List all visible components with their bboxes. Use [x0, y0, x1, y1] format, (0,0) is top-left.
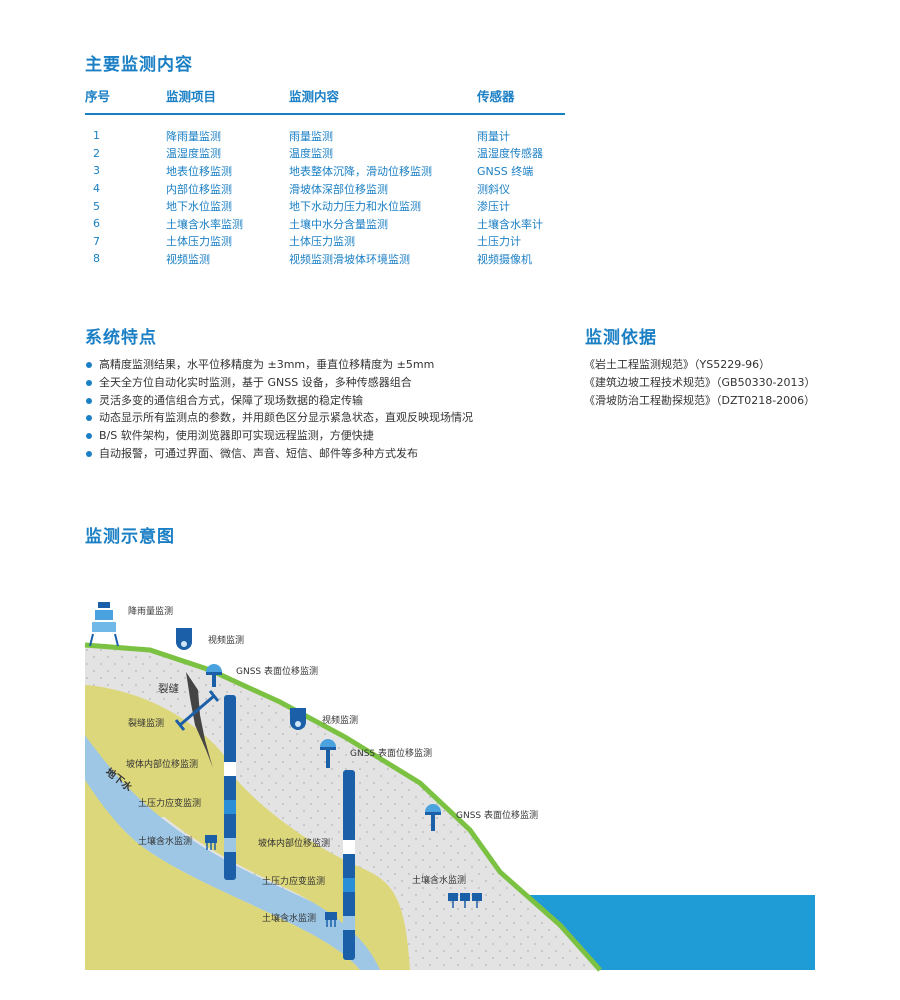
- gnss-antenna-icon: [320, 739, 336, 768]
- cell-content: 雨量监测: [289, 129, 333, 143]
- list-item: 《岩土工程监测规范》（YS5229-96）: [584, 358, 771, 371]
- label-video-1: 视频监测: [208, 634, 244, 646]
- yellow-soil-middle: [85, 685, 410, 970]
- cell-index: 8: [93, 252, 100, 266]
- cell-sensor: 土壤含水率计: [477, 217, 543, 231]
- video-camera-icon: [290, 708, 306, 730]
- cell-sensor: 土压力计: [477, 235, 521, 249]
- cell-index: 6: [93, 217, 100, 231]
- cell-sensor: 渗压计: [477, 200, 510, 214]
- cell-content: 地表整体沉降，滑动位移监测: [289, 164, 432, 178]
- col-header-content: 监测内容: [289, 86, 477, 115]
- cell-item: 地表位移监测: [166, 164, 232, 178]
- list-item: 《建筑边坡工程技术规范》（GB50330-2013）: [584, 375, 816, 389]
- table-row: 2 温湿度监测 温度监测 温湿度传感器: [85, 145, 565, 163]
- table-row: 8 视频监测 视频监测滑坡体环境监测 视频摄像机: [85, 250, 565, 268]
- diagram-title: 监测示意图: [85, 527, 175, 547]
- cell-content: 滑坡体深部位移监测: [289, 182, 388, 196]
- cell-item: 温湿度监测: [166, 147, 221, 161]
- cell-sensor: 雨量计: [477, 129, 510, 143]
- table-row: 3 地表位移监测 地表整体沉降，滑动位移监测 GNSS 终端: [85, 162, 565, 180]
- list-item: 灵活多变的通信组合方式，保障了现场数据的稳定传输: [86, 392, 473, 410]
- basis-list: 《岩土工程监测规范》（YS5229-96） 《建筑边坡工程技术规范》（GB503…: [584, 356, 816, 409]
- cell-content: 土体压力监测: [289, 235, 355, 249]
- system-features-title: 系统特点: [85, 328, 157, 348]
- list-item: 高精度监测结果，水平位移精度为 ±3mm，垂直位移精度为 ±5mm: [86, 356, 473, 374]
- crack-gauge-icon: [174, 690, 220, 731]
- inclinometer-pole-icon: [224, 695, 236, 880]
- cell-item: 降雨量监测: [166, 129, 221, 143]
- list-item: B/S 软件架构，使用浏览器即可实现远程监测，方便快捷: [86, 427, 473, 445]
- label-gnss-2: GNSS 表面位移监测: [350, 747, 432, 759]
- col-header-item: 监测项目: [166, 86, 289, 115]
- list-item: 全天全方位自动化实时监测，基于 GNSS 设备，多种传感器组合: [86, 374, 473, 392]
- label-crack: 裂缝: [158, 682, 179, 695]
- list-item: 《滑坡防治工程勘探规范》（DZT0218-2006）: [584, 393, 816, 407]
- soil-moisture-sensor-array-icon: [448, 893, 482, 908]
- cell-item: 土体压力监测: [166, 235, 232, 249]
- features-list: 高精度监测结果，水平位移精度为 ±3mm，垂直位移精度为 ±5mm 全天全方位自…: [86, 356, 473, 463]
- cell-sensor: 视频摄像机: [477, 252, 532, 266]
- cell-item: 视频监测: [166, 252, 210, 266]
- col-header-index: 序号: [85, 86, 166, 115]
- label-inner-2: 坡体内部位移监测: [258, 837, 330, 849]
- soil-moisture-sensor-icon: [325, 912, 337, 927]
- cell-content: 地下水动力压力和水位监测: [289, 200, 421, 214]
- label-rain: 降雨量监测: [128, 605, 173, 617]
- cell-sensor: 温湿度传感器: [477, 147, 543, 161]
- cell-item: 地下水位监测: [166, 200, 232, 214]
- table-row: 7 土体压力监测 土体压力监测 土压力计: [85, 233, 565, 251]
- rain-gauge-icon: [89, 602, 119, 647]
- label-inner-1: 坡体内部位移监测: [126, 758, 198, 770]
- table-header-row: 序号 监测项目 监测内容 传感器: [85, 86, 565, 115]
- cell-index: 3: [93, 164, 100, 178]
- label-soil-moisture-3: 土壤含水监测: [262, 912, 316, 924]
- cell-index: 5: [93, 199, 100, 213]
- label-gnss-3: GNSS 表面位移监测: [456, 809, 538, 821]
- table-row: 5 地下水位监测 地下水动力压力和水位监测 渗压计: [85, 197, 565, 215]
- video-camera-icon: [176, 628, 192, 650]
- grass-surface: [84, 642, 602, 972]
- cell-sensor: GNSS 终端: [477, 164, 534, 178]
- label-soil-moisture-2: 土壤含水监测: [412, 874, 466, 886]
- table-row: 6 土壤含水率监测 土壤中水分含量监测 土壤含水率计: [85, 215, 565, 233]
- cell-item: 土壤含水率监测: [166, 217, 243, 231]
- label-soil-moisture-1: 土壤含水监测: [138, 835, 192, 847]
- monitoring-table: 序号 监测项目 监测内容 传感器 1 降雨量监测 雨量监测 雨量计 2 温湿度监测 温度监测…: [85, 86, 565, 268]
- label-video-2: 视频监测: [322, 714, 358, 726]
- cell-index: 2: [93, 146, 100, 160]
- cell-content: 视频监测滑坡体环境监测: [289, 252, 410, 266]
- yellow-soil-lower: [85, 780, 360, 970]
- monitoring-basis-title: 监测依据: [585, 328, 657, 348]
- gnss-antenna-icon: [425, 804, 441, 831]
- table-row: 1 降雨量监测 雨量监测 雨量计: [85, 114, 565, 145]
- monitoring-content-title: 主要监测内容: [85, 55, 193, 75]
- label-gnss-1: GNSS 表面位移监测: [236, 665, 318, 677]
- list-item: 动态显示所有监测点的参数，并用颜色区分显示紧急状态，直观反映现场情况: [86, 409, 473, 427]
- cell-index: 4: [93, 182, 100, 196]
- label-soil-pressure-1: 土压力应变监测: [138, 797, 201, 809]
- crack: [186, 672, 213, 768]
- cell-content: 土壤中水分含量监测: [289, 217, 388, 231]
- cell-sensor: 测斜仪: [477, 182, 510, 196]
- cell-item: 内部位移监测: [166, 182, 232, 196]
- cell-index: 1: [93, 129, 100, 143]
- cell-content: 温度监测: [289, 147, 333, 161]
- monitoring-diagram: 降雨量监测 视频监测 GNSS 表面位移监测 裂缝 裂缝监测 视频监测 GNSS…: [84, 602, 815, 972]
- col-header-sensor: 传感器: [477, 86, 565, 115]
- label-crack-monitor: 裂缝监测: [128, 717, 164, 729]
- soil-moisture-sensor-icon: [205, 835, 217, 850]
- table-row: 4 内部位移监测 滑坡体深部位移监测 测斜仪: [85, 180, 565, 198]
- label-soil-pressure-2: 土压力应变监测: [262, 875, 325, 887]
- list-item: 自动报警，可通过界面、微信、声音、短信、邮件等多种方式发布: [86, 445, 473, 463]
- cell-index: 7: [93, 234, 100, 248]
- gnss-antenna-icon: [206, 664, 222, 687]
- inclinometer-pole-icon: [343, 770, 355, 960]
